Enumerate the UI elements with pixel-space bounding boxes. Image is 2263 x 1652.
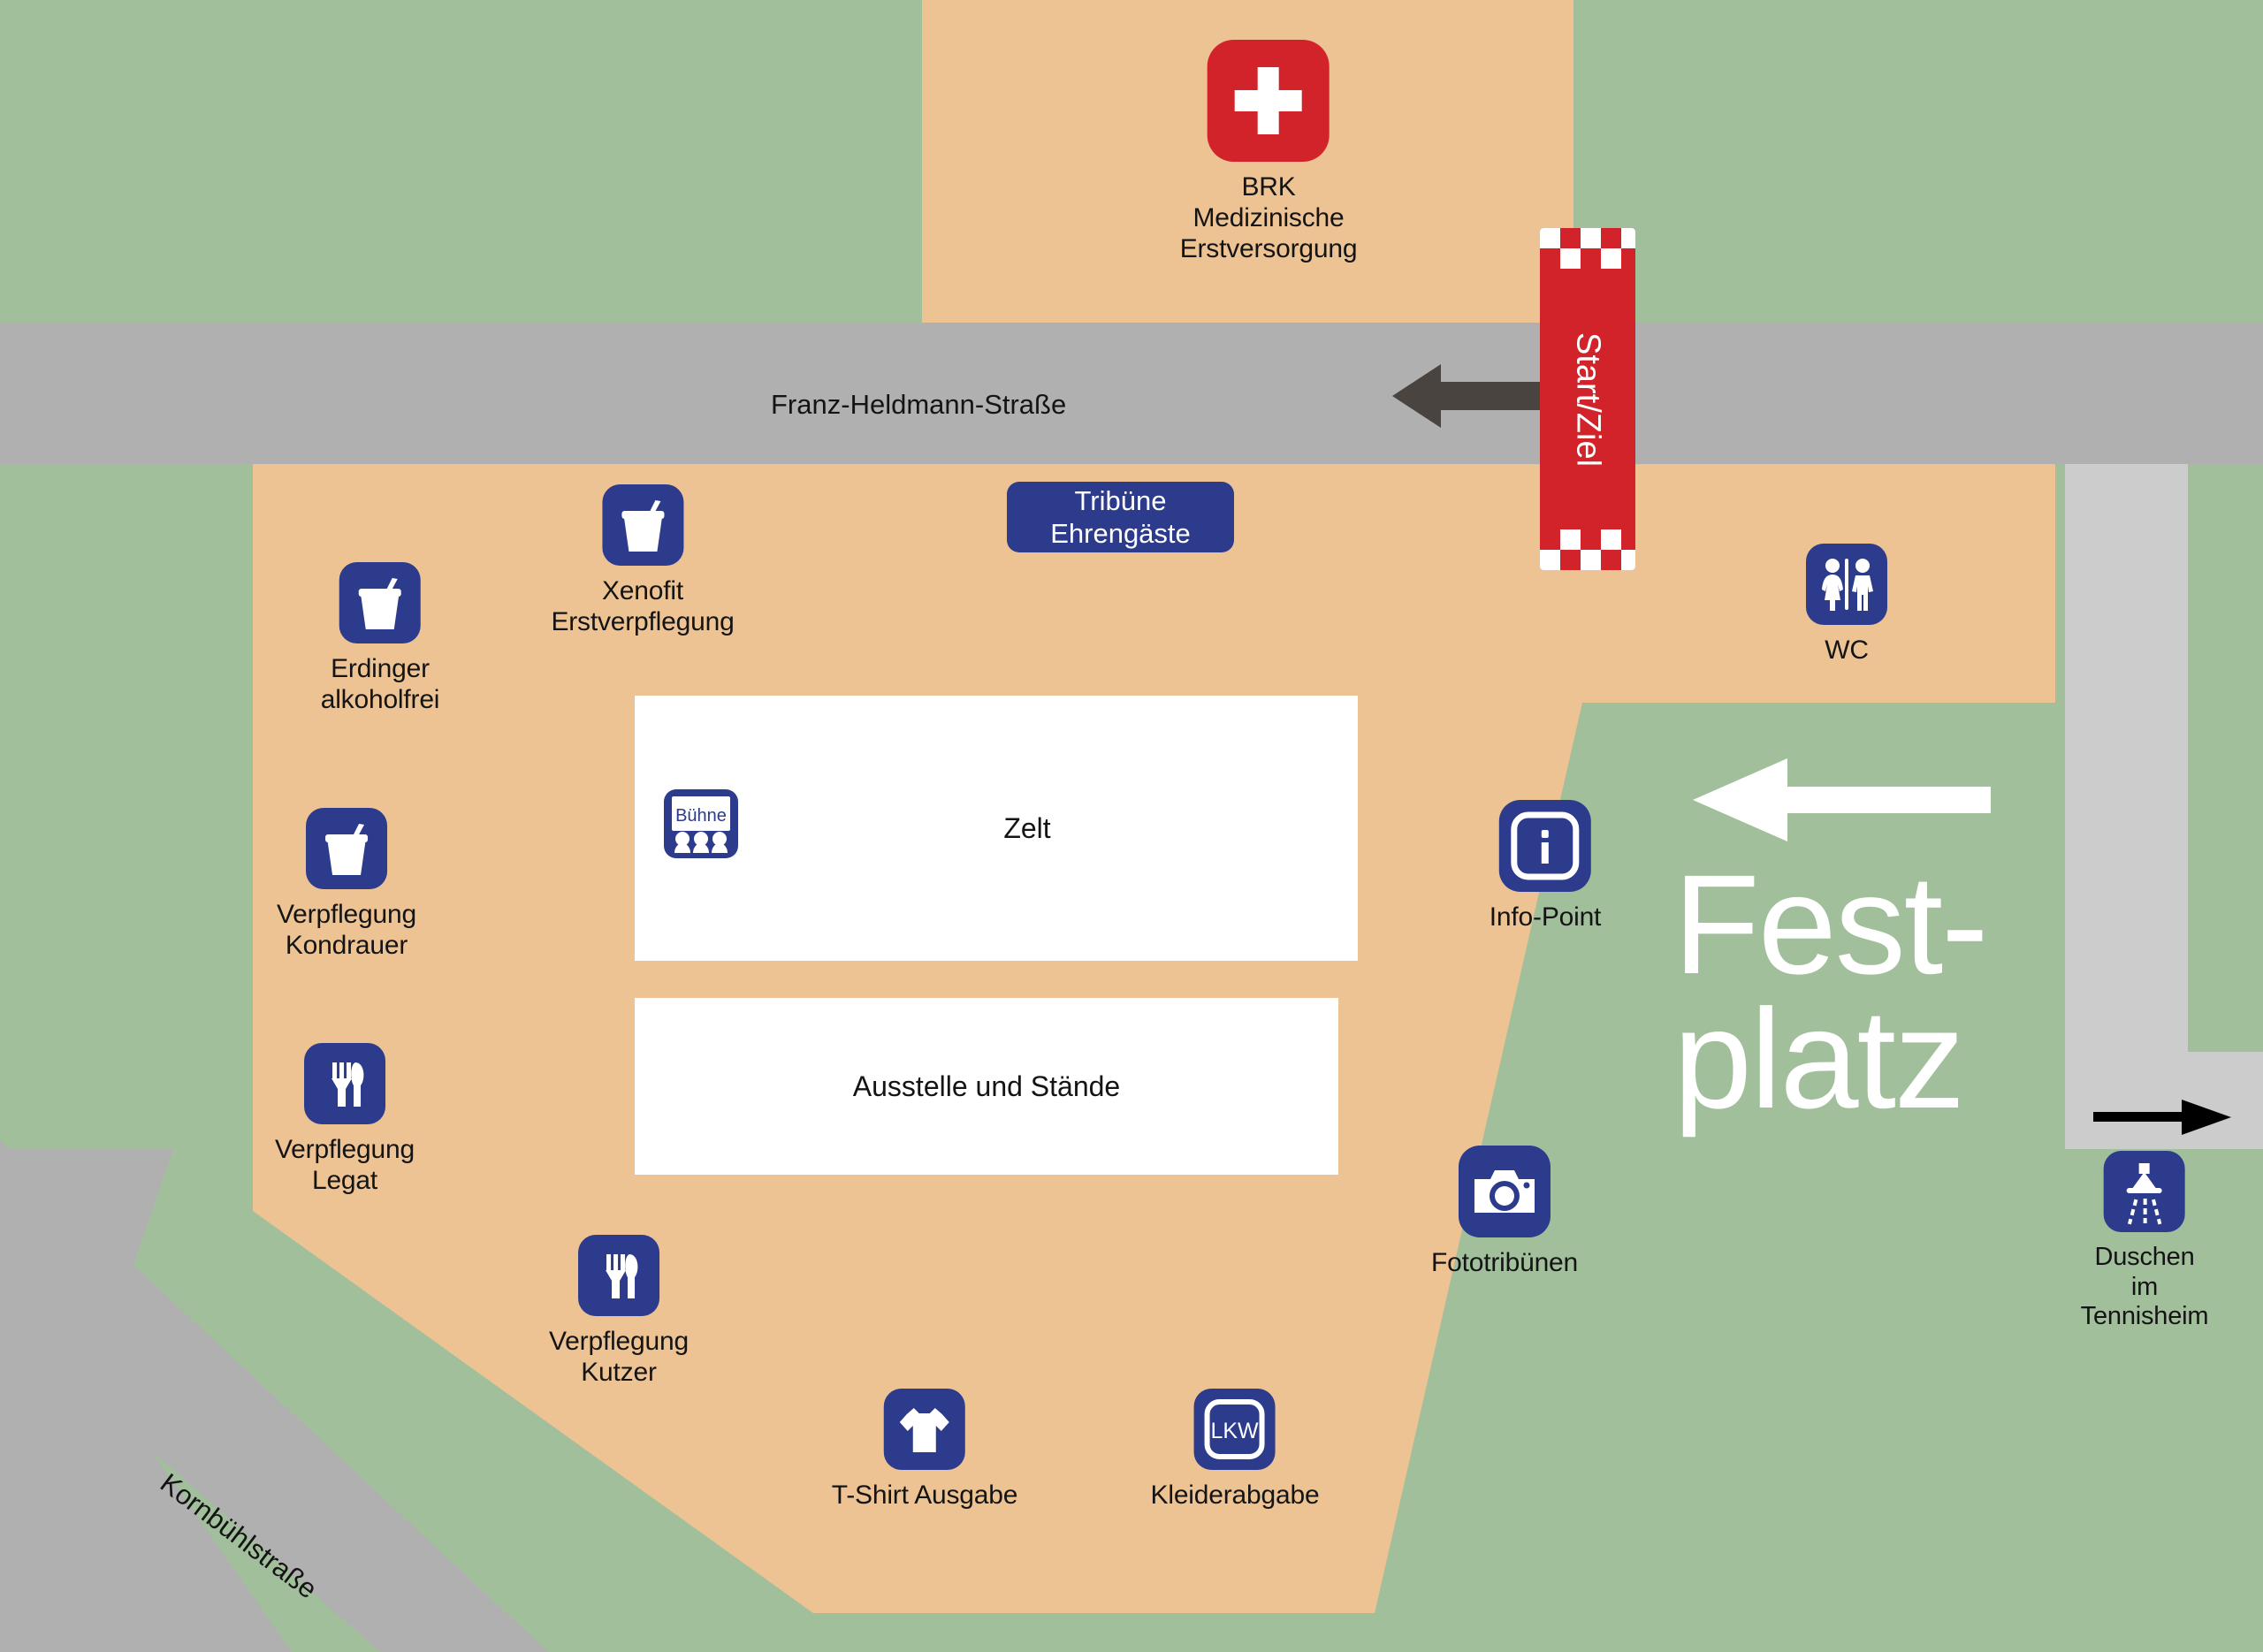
poi-fototribuenen[interactable]: Fototribünen: [1431, 1146, 1578, 1279]
zelt-label: Zelt: [1003, 811, 1051, 844]
poi-label: Duschen im Tennisheim: [2080, 1243, 2209, 1331]
poi-kleiderabgabe[interactable]: LKW Kleiderabgabe: [1151, 1389, 1320, 1511]
shower-icon: [2104, 1151, 2185, 1232]
franz-heldmann-strasse-label: Franz-Heldmann-Straße: [771, 389, 1067, 420]
duschen-direction-arrow: [2093, 1100, 2231, 1135]
poi-label: Erdinger alkoholfrei: [320, 654, 440, 714]
poi-label: Fototribünen: [1430, 1248, 1579, 1277]
building-zelt: Zelt: [635, 696, 1358, 961]
poi-label: WC: [1825, 636, 1869, 665]
poi-label: BRK Medizinische Erstversorgung: [1179, 172, 1358, 263]
drink-cup-icon: [306, 808, 387, 889]
poi-label: T-Shirt Ausgabe: [831, 1481, 1018, 1510]
poi-label: Info-Point: [1489, 902, 1602, 932]
poi-label: Kleiderabgabe: [1150, 1481, 1320, 1510]
start-ziel-banner: Start/Ziel: [1540, 228, 1635, 570]
medical-cross-icon: [1208, 40, 1330, 162]
buehne-stage-icon: Bühne: [664, 789, 738, 858]
tshirt-icon: [884, 1389, 965, 1470]
restroom-icon: [1806, 544, 1887, 625]
poi-label: Verpflegung Kutzer: [549, 1327, 689, 1387]
poi-xenofit-erstverpflegung[interactable]: Xenofit Erstverpflegung: [551, 484, 735, 638]
poi-erdinger-alkoholfrei[interactable]: Erdinger alkoholfrei: [320, 562, 440, 716]
franz-heldmann-strasse-road: [0, 323, 2263, 464]
tribuene-line2: Ehrengäste: [1050, 518, 1191, 549]
kornbuehlstrasse-diagonal: [0, 1140, 548, 1652]
poi-verpflegung-kutzer[interactable]: Verpflegung Kutzer: [549, 1235, 689, 1389]
poi-brk-medizinische-erstversorgung[interactable]: BRK Medizinische Erstversorgung: [1180, 40, 1358, 264]
festplatz-direction-arrow: [1693, 758, 1991, 841]
building-ausstellen: Ausstelle und Stände: [635, 998, 1338, 1175]
road-direction-arrow: [1392, 364, 1547, 428]
poi-verpflegung-legat[interactable]: Verpflegung Legat: [275, 1043, 415, 1197]
ausstellen-label: Ausstelle und Stände: [852, 1070, 1121, 1102]
lkw-icon: LKW: [1194, 1389, 1276, 1470]
start-ziel-label: Start/Ziel: [1569, 331, 1607, 467]
poi-t-shirt-ausgabe[interactable]: T-Shirt Ausgabe: [832, 1389, 1017, 1511]
grass-wedge-right: [1366, 703, 2055, 1652]
drink-cup-icon: [339, 562, 421, 643]
poi-label: Xenofit Erstverpflegung: [551, 576, 735, 636]
poi-label: Verpflegung Kondrauer: [277, 900, 416, 960]
information-icon: [1498, 800, 1591, 892]
poi-wc[interactable]: WC: [1806, 544, 1887, 666]
poi-label: Verpflegung Legat: [275, 1135, 415, 1195]
drink-cup-icon: [602, 484, 683, 566]
checkered-flag-bottom: [1540, 529, 1635, 570]
cutlery-icon: [578, 1235, 659, 1316]
checkered-flag-top: [1540, 228, 1635, 269]
poi-info-point[interactable]: Info-Point: [1490, 800, 1601, 933]
festplatz-area-label: Fest- platz: [1673, 845, 1988, 1138]
poi-verpflegung-kondrauer[interactable]: Verpflegung Kondrauer: [277, 808, 416, 962]
svg-text:Bühne: Bühne: [675, 806, 727, 826]
poi-duschen-im-tennisheim[interactable]: Duschen im Tennisheim: [2081, 1151, 2209, 1332]
camera-icon: [1458, 1146, 1551, 1237]
cutlery-icon: [304, 1043, 385, 1124]
tribuene-ehrengaeste-box: Tribüne Ehrengäste: [1007, 482, 1234, 552]
tribuene-line1: Tribüne: [1074, 484, 1167, 516]
svg-text:LKW: LKW: [1211, 1419, 1260, 1443]
tennisheim-path: [2065, 464, 2263, 1149]
